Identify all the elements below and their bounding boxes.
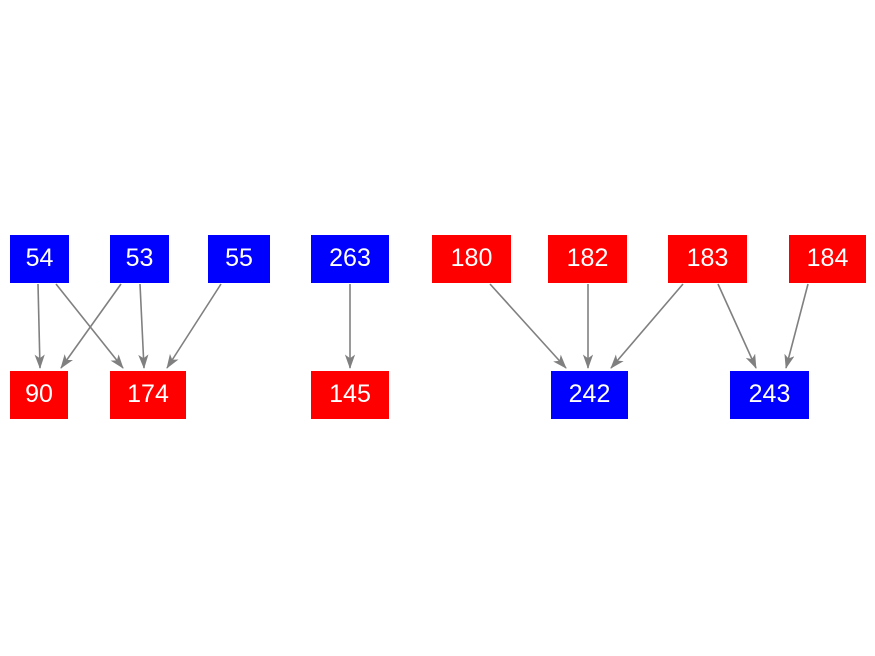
node-label: 243 [748,379,791,408]
node-242[interactable]: 242 [551,371,628,419]
node-183[interactable]: 183 [668,235,747,283]
node-90[interactable]: 90 [10,371,68,419]
edge-n55-to-n174 [166,283,222,369]
edge-n184-to-n243 [784,283,809,369]
node-label: 263 [329,243,371,272]
node-53[interactable]: 53 [110,235,169,283]
node-label: 90 [25,379,53,408]
node-54[interactable]: 54 [10,235,69,283]
edge-n180-to-n242 [489,283,567,369]
node-label: 53 [125,243,154,272]
node-label: 182 [566,243,609,272]
node-243[interactable]: 243 [730,371,809,419]
edge-n183-to-n242 [610,283,684,369]
node-263[interactable]: 263 [311,235,389,283]
edge-n53-to-n174 [138,283,149,369]
edge-n54-to-n90 [34,283,45,369]
node-184[interactable]: 184 [789,235,866,283]
edge-n183-to-n243 [717,283,757,369]
node-label: 184 [806,243,849,272]
node-label: 55 [225,243,253,272]
node-174[interactable]: 174 [110,371,186,419]
edge-n54-to-n174 [55,283,124,369]
node-label: 180 [450,243,493,272]
node-label: 145 [329,379,371,408]
edge-n53-to-n90 [60,283,122,369]
node-55[interactable]: 55 [208,235,270,283]
node-182[interactable]: 182 [548,235,627,283]
node-180[interactable]: 180 [432,235,511,283]
edges-group [34,283,809,369]
node-label: 183 [686,243,729,272]
node-145[interactable]: 145 [311,371,389,419]
node-label: 54 [25,243,54,272]
node-label: 174 [127,379,169,408]
node-label: 242 [568,379,611,408]
